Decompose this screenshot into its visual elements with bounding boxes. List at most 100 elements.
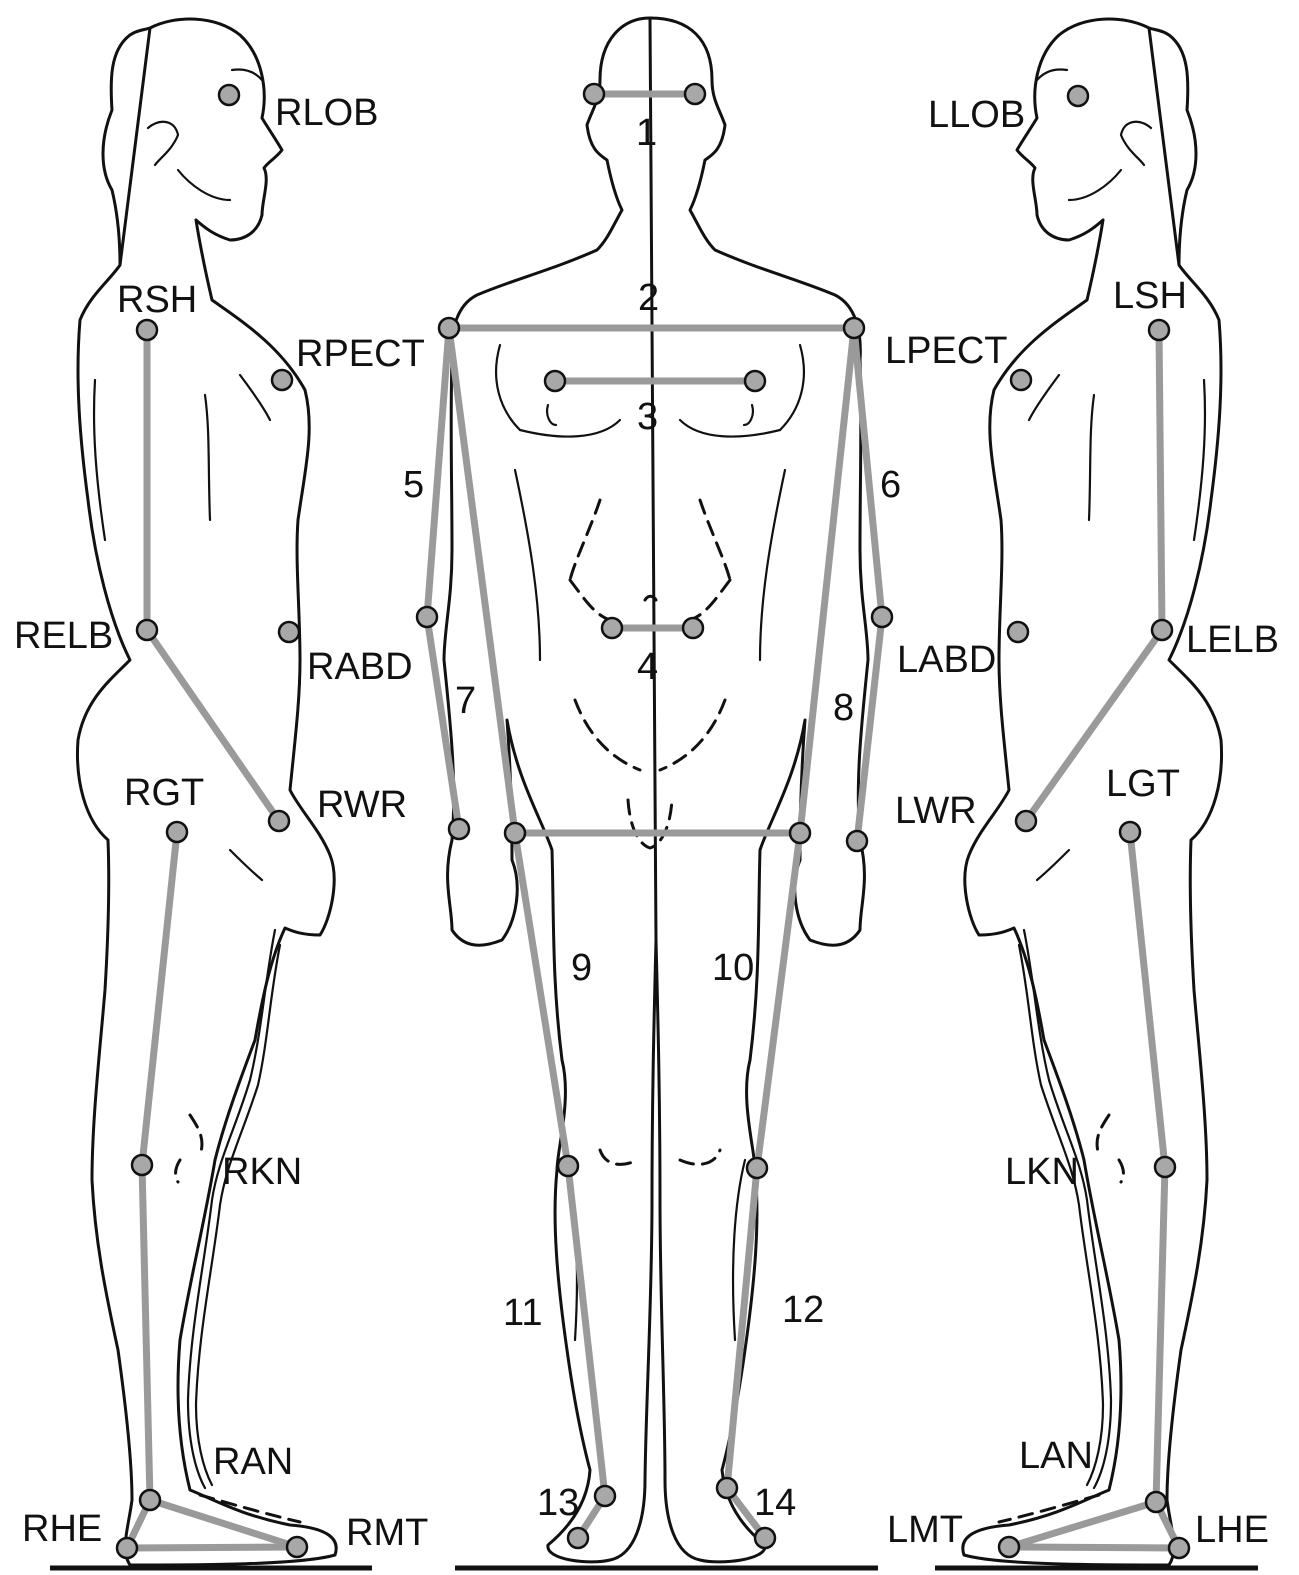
segment-number-7: 7 bbox=[455, 680, 476, 722]
side-figure-right bbox=[77, 19, 336, 1565]
marker-rlob bbox=[219, 85, 239, 105]
marker-hip-r bbox=[505, 823, 525, 843]
label-lkn: LKN bbox=[1005, 1151, 1079, 1193]
marker-elbow-r bbox=[417, 607, 437, 627]
marker-ran bbox=[140, 1490, 160, 1510]
segment-number-8: 8 bbox=[833, 687, 854, 729]
label-lmt: LMT bbox=[887, 1509, 963, 1551]
label-lhe: LHE bbox=[1195, 1509, 1269, 1551]
segment-r-shank bbox=[142, 1165, 150, 1500]
marker-knee-r bbox=[558, 1156, 578, 1176]
marker-labd bbox=[1008, 622, 1028, 642]
marker-rabd bbox=[279, 622, 299, 642]
marker-wrist-r bbox=[449, 819, 469, 839]
segment-r-trunk bbox=[449, 328, 515, 833]
segment-9 bbox=[515, 833, 568, 1166]
segment-r-foot bbox=[150, 1500, 297, 1547]
marker-rmt bbox=[287, 1537, 307, 1557]
segment-number-4: 4 bbox=[637, 646, 658, 688]
label-lan: LAN bbox=[1019, 1435, 1093, 1477]
label-lelb: LELB bbox=[1186, 619, 1279, 661]
label-lgt: LGT bbox=[1106, 763, 1180, 805]
label-rmt: RMT bbox=[346, 1512, 428, 1554]
marker-ankle-l bbox=[717, 1478, 737, 1498]
segment-l-upper-arm bbox=[1159, 330, 1162, 630]
marker-labels-left-view: LLOB LSH LPECT LELB LABD LGT LWR LKN LAN… bbox=[885, 94, 1279, 1551]
label-lpect: LPECT bbox=[885, 330, 1007, 372]
label-relb: RELB bbox=[14, 615, 113, 657]
segment-l-trunk bbox=[800, 328, 854, 833]
marker-shoulder-l bbox=[844, 318, 864, 338]
segment-number-14: 14 bbox=[754, 1482, 796, 1524]
segment-number-10: 10 bbox=[712, 947, 754, 989]
marker-rgt bbox=[167, 822, 187, 842]
label-rsh: RSH bbox=[117, 279, 197, 321]
side-figure-left bbox=[963, 19, 1222, 1565]
segment-5 bbox=[427, 328, 449, 617]
label-labd: LABD bbox=[897, 639, 996, 681]
segment-6 bbox=[854, 328, 882, 617]
marker-lpect bbox=[1011, 370, 1031, 390]
marker-toe-l bbox=[755, 1528, 775, 1548]
marker-labels-right-view: RLOB RSH RPECT RELB RABD RGT RWR RKN RAN… bbox=[14, 92, 428, 1554]
segment-10 bbox=[757, 833, 800, 1168]
segment-l-foot bbox=[1009, 1502, 1156, 1547]
marker-llob bbox=[1068, 86, 1088, 106]
marker-relb bbox=[137, 620, 157, 640]
segment-number-6: 6 bbox=[880, 464, 901, 506]
label-lwr: LWR bbox=[895, 790, 977, 832]
marker-rwr bbox=[269, 811, 289, 831]
segment-12 bbox=[727, 1168, 757, 1488]
label-rpect: RPECT bbox=[296, 333, 425, 375]
marker-lan bbox=[1146, 1492, 1166, 1512]
segment-number-3: 3 bbox=[637, 396, 658, 438]
marker-head-r bbox=[584, 84, 604, 104]
marker-lwr bbox=[1016, 811, 1036, 831]
segment-number-13: 13 bbox=[537, 1482, 579, 1524]
marker-lkn bbox=[1155, 1157, 1175, 1177]
marker-ankle-r bbox=[595, 1486, 615, 1506]
label-ran: RAN bbox=[213, 1441, 293, 1483]
segment-number-1: 1 bbox=[636, 112, 657, 154]
label-rgt: RGT bbox=[124, 772, 204, 814]
marker-lhe bbox=[1169, 1538, 1189, 1558]
marker-rsh bbox=[137, 320, 157, 340]
marker-chest-r bbox=[545, 371, 565, 391]
segment-number-11: 11 bbox=[503, 1292, 542, 1334]
marker-shoulder-r bbox=[439, 318, 459, 338]
segment-number-12: 12 bbox=[782, 1289, 824, 1331]
marker-abd-l bbox=[683, 618, 703, 638]
marker-rhe bbox=[117, 1538, 137, 1558]
marker-lmt bbox=[999, 1537, 1019, 1557]
label-rhe: RHE bbox=[22, 1508, 102, 1550]
label-llob: LLOB bbox=[928, 94, 1025, 136]
marker-abd-r bbox=[602, 618, 622, 638]
marker-lsh bbox=[1149, 320, 1169, 340]
marker-rpect bbox=[272, 370, 292, 390]
marker-rkn bbox=[132, 1155, 152, 1175]
segment-r-thigh bbox=[142, 832, 177, 1165]
segment-number-9: 9 bbox=[571, 947, 592, 989]
segment-r-sole bbox=[127, 1547, 297, 1548]
marker-chest-l bbox=[745, 371, 765, 391]
label-rkn: RKN bbox=[222, 1151, 302, 1193]
segment-l-thigh bbox=[1130, 832, 1165, 1167]
marker-lelb bbox=[1152, 620, 1172, 640]
marker-lgt bbox=[1120, 822, 1140, 842]
label-rlob: RLOB bbox=[275, 92, 378, 134]
marker-knee-l bbox=[747, 1158, 767, 1178]
label-lsh: LSH bbox=[1113, 275, 1187, 317]
marker-hip-l bbox=[790, 823, 810, 843]
segment-11 bbox=[568, 1166, 605, 1496]
marker-wrist-l bbox=[847, 831, 867, 851]
marker-toe-r bbox=[568, 1528, 588, 1548]
marker-elbow-l bbox=[872, 607, 892, 627]
segment-l-shank bbox=[1156, 1167, 1165, 1502]
segment-number-5: 5 bbox=[403, 464, 424, 506]
marker-head-l bbox=[685, 84, 705, 104]
label-rabd: RABD bbox=[307, 646, 413, 688]
segment-number-2: 2 bbox=[638, 277, 659, 319]
segment-l-sole bbox=[1009, 1547, 1179, 1548]
label-rwr: RWR bbox=[317, 784, 407, 826]
